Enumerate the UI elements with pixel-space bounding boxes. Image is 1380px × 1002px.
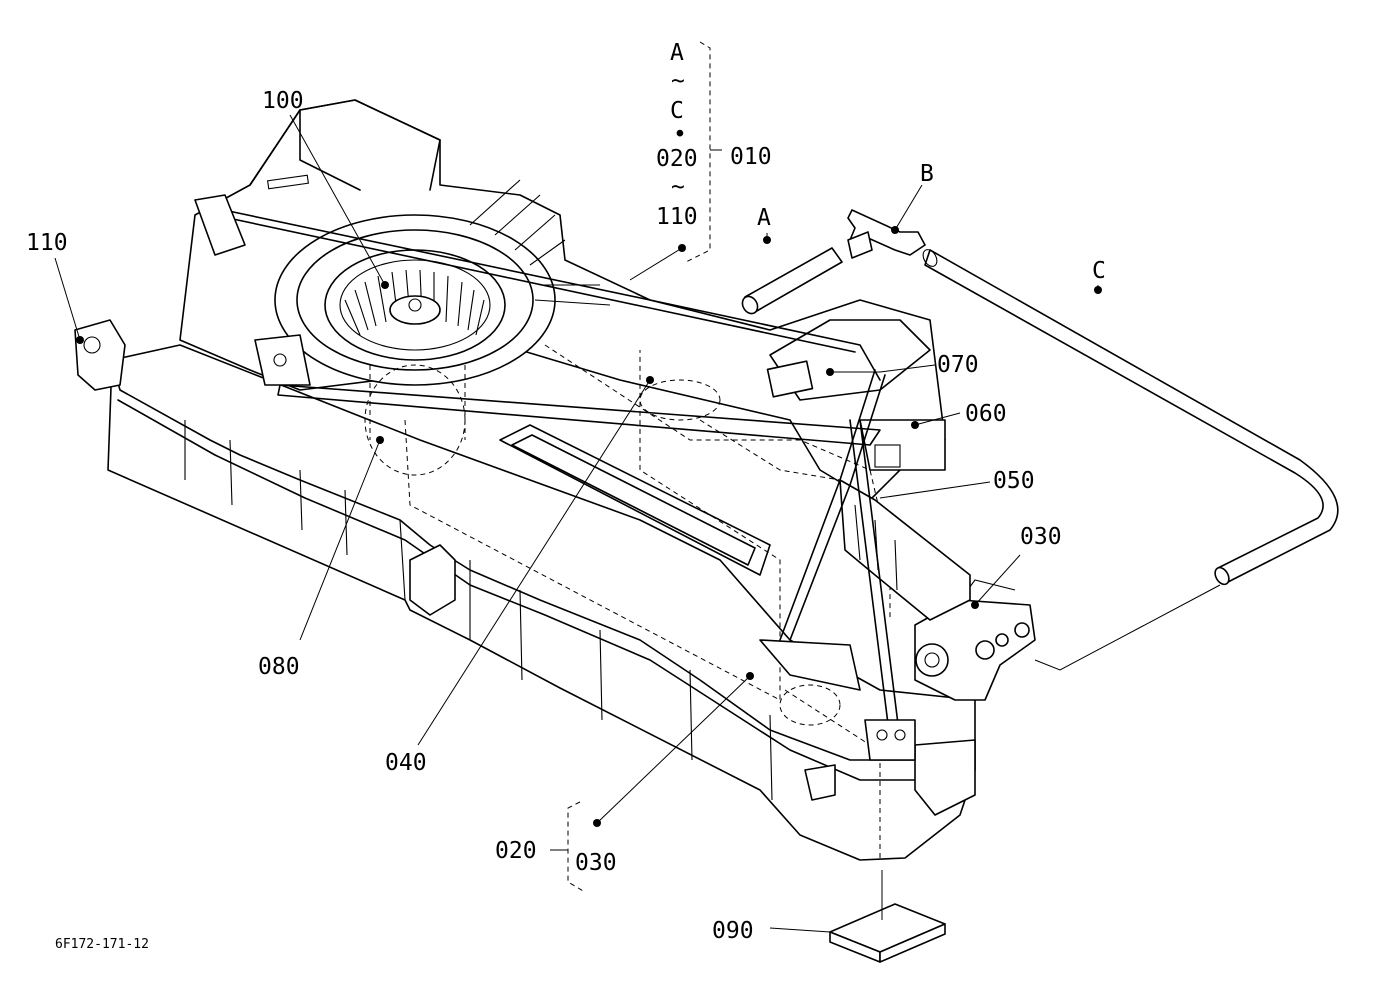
hidden-lines	[364, 344, 891, 860]
seal-pad	[829, 870, 946, 963]
label-030-valve: 030	[1020, 524, 1062, 550]
label-020-bottom: 020	[495, 838, 537, 864]
label-group-a: A	[670, 40, 684, 66]
housing-body	[74, 319, 976, 861]
label-040: 040	[385, 750, 427, 776]
label-hose-b: B	[920, 161, 934, 187]
group-brackets	[550, 41, 722, 893]
label-group-c: C	[670, 98, 684, 124]
label-group-tilde-2: ~	[671, 174, 685, 200]
label-group-020: 020	[656, 146, 698, 172]
leader-lines	[54, 114, 1221, 933]
control-cable	[194, 194, 916, 761]
evaporator-slot	[499, 424, 771, 576]
label-090: 090	[712, 918, 754, 944]
label-hose-a: A	[757, 205, 771, 231]
label-050: 050	[993, 468, 1035, 494]
top-cover	[179, 99, 946, 501]
label-010: 010	[730, 144, 772, 170]
label-100: 100	[262, 88, 304, 114]
label-group-110: 110	[656, 204, 698, 230]
label-060: 060	[965, 401, 1007, 427]
drain-hoses	[741, 209, 1339, 586]
label-070: 070	[937, 352, 979, 378]
expansion-valve-block	[914, 579, 1036, 701]
label-030-bottom: 030	[575, 850, 617, 876]
label-hose-c: C	[1092, 258, 1106, 284]
label-group-dot: •	[673, 122, 687, 148]
label-080: 080	[258, 654, 300, 680]
figure-code: 6F172-171-12	[55, 937, 149, 952]
label-group-tilde-1: ~	[671, 68, 685, 94]
label-110: 110	[26, 230, 68, 256]
callout-labels: 100 110 A ~ C • 020 ~ 110 010 A B C 070 …	[26, 40, 1106, 952]
